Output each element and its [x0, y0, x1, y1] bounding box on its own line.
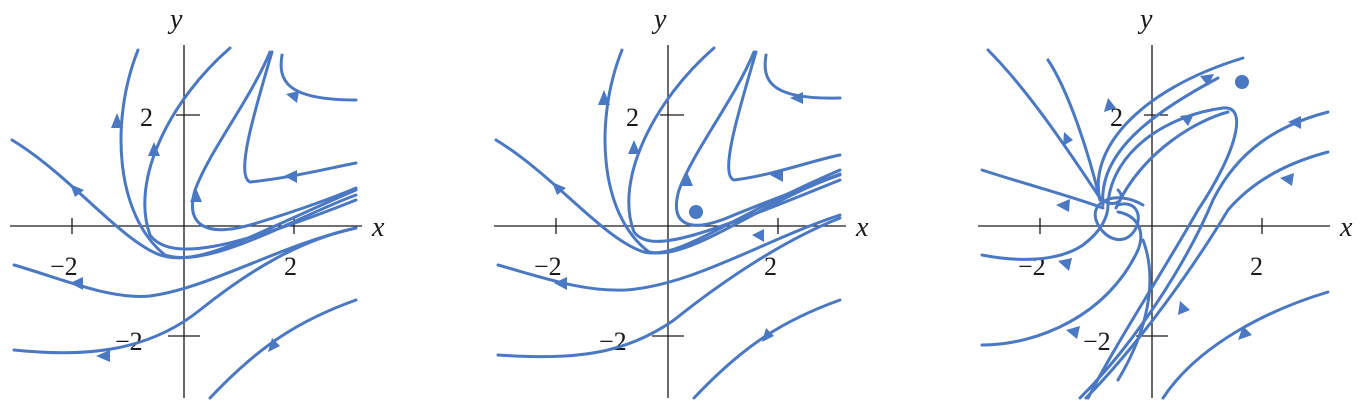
direction-arrow: [1056, 199, 1070, 212]
direction-arrow: [1238, 326, 1252, 340]
trajectory: [980, 203, 1110, 261]
direction-arrow: [1180, 114, 1194, 126]
x-axis-label: x: [1339, 212, 1353, 243]
direction-arrow: [268, 338, 280, 352]
direction-arrow: [552, 182, 566, 195]
y-tick-label-2: 2: [140, 103, 153, 132]
trajectory: [494, 138, 842, 255]
y-tick-label-2: 2: [1110, 103, 1123, 132]
trajectory: [496, 216, 842, 359]
direction-arrow: [70, 184, 84, 197]
y-tick-label-neg2: −2: [1083, 327, 1111, 356]
panel-middle: y x −2 2 2 −2: [494, 4, 869, 400]
direction-arrow: [752, 229, 764, 242]
x-tick-label-2: 2: [764, 252, 777, 281]
y-axis-label: y: [167, 4, 183, 35]
panel-right: y x −2 2 2 −2: [978, 4, 1353, 400]
trajectory: [627, 46, 842, 243]
trajectory: [1101, 76, 1220, 207]
direction-arrow: [70, 277, 83, 290]
equilibrium-point: [689, 205, 703, 219]
trajectory: [980, 168, 1105, 210]
trajectory: [674, 50, 842, 227]
direction-arrow: [1058, 258, 1072, 271]
trajectory: [143, 46, 358, 251]
trajectory: [1114, 110, 1230, 210]
direction-arrow: [96, 350, 110, 362]
x-axis-label: x: [371, 212, 385, 243]
direction-arrow: [1200, 74, 1214, 86]
trajectory: [980, 210, 1143, 347]
direction-arrow: [628, 140, 640, 154]
direction-arrow: [190, 188, 202, 202]
trajectory: [12, 226, 358, 355]
direction-arrow: [790, 92, 803, 104]
direction-arrow: [554, 277, 567, 290]
trajectory: [1116, 238, 1152, 382]
trajectory: [763, 53, 842, 100]
direction-arrow: [1063, 132, 1073, 146]
trajectory: [692, 298, 842, 400]
y-tick-label-2: 2: [626, 103, 639, 132]
direction-arrow: [148, 142, 160, 156]
direction-arrow: [1066, 326, 1080, 339]
direction-arrow: [1280, 173, 1294, 186]
direction-arrow: [286, 91, 299, 103]
trajectory: [279, 53, 358, 102]
direction-arrow: [762, 328, 774, 342]
trajectory: [1046, 58, 1102, 202]
trajectory: [208, 298, 358, 400]
direction-arrow: [1178, 301, 1190, 315]
direction-arrow: [770, 169, 783, 182]
direction-arrow: [598, 90, 610, 105]
x-tick-label-neg2: −2: [1018, 252, 1046, 281]
equilibrium-point: [1235, 75, 1249, 89]
trajectory: [243, 50, 358, 184]
trajectory: [1078, 110, 1330, 400]
x-tick-label-2: 2: [1250, 252, 1263, 281]
x-axis-label: x: [855, 212, 869, 243]
trajectory: [496, 213, 842, 292]
trajectory: [1084, 150, 1330, 400]
trajectory: [191, 50, 358, 232]
trajectory: [119, 48, 358, 260]
panel-left: y x −2 2 2 −2: [10, 4, 385, 400]
trajectory: [1096, 56, 1245, 202]
direction-arrow: [681, 172, 693, 186]
y-axis-label: y: [1137, 4, 1153, 35]
direction-arrow: [284, 170, 297, 183]
trajectory: [727, 50, 842, 182]
trajectory: [12, 226, 358, 298]
trajectory: [1161, 290, 1330, 400]
x-tick-label-2: 2: [284, 252, 297, 281]
trajectory: [603, 48, 842, 255]
direction-arrow: [111, 113, 123, 128]
direction-arrow: [1104, 98, 1116, 112]
y-axis-label: y: [651, 4, 667, 35]
trajectory: [10, 138, 358, 260]
trajectory: [1086, 106, 1239, 400]
direction-arrow: [1288, 116, 1301, 129]
